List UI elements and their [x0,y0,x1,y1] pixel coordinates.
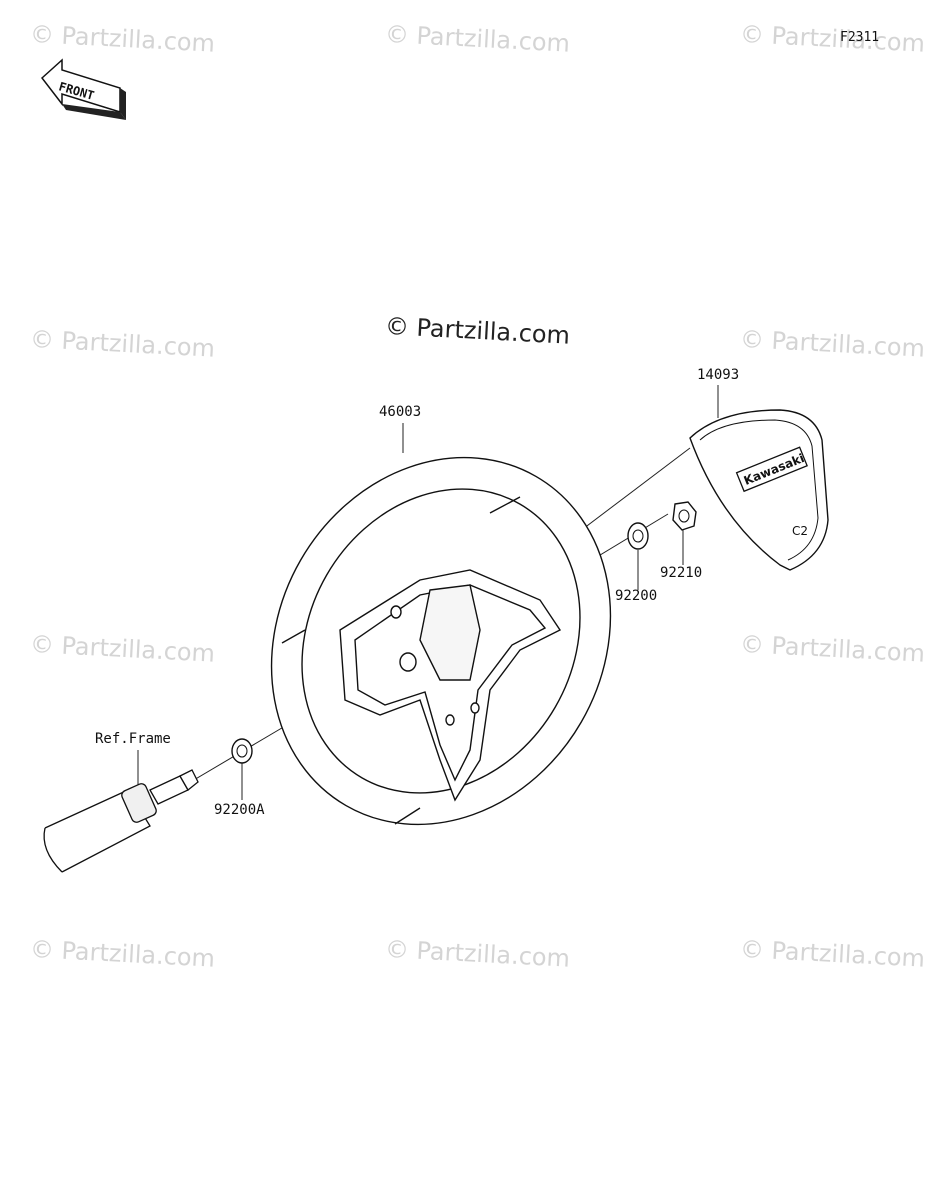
label-92200a: 92200A [214,802,265,818]
front-arrow-icon: FRONT [40,58,126,120]
kawasaki-badge [735,446,808,493]
nut-92210 [672,501,697,531]
label-46003: 46003 [379,404,422,420]
label-92200: 92200 [615,588,658,604]
pad-mark: C2 [792,524,808,538]
washer-92200a [231,738,253,764]
label-14093: 14093 [697,367,740,383]
figure-code: F2311 [840,30,880,45]
steering-wheel [270,456,612,826]
washer-92200 [627,522,649,550]
label-92210: 92210 [660,565,703,581]
pad-14093: Kawasaki C2 [689,409,829,571]
steering-column [43,769,199,873]
label-ref-frame: Ref.Frame [95,731,171,747]
